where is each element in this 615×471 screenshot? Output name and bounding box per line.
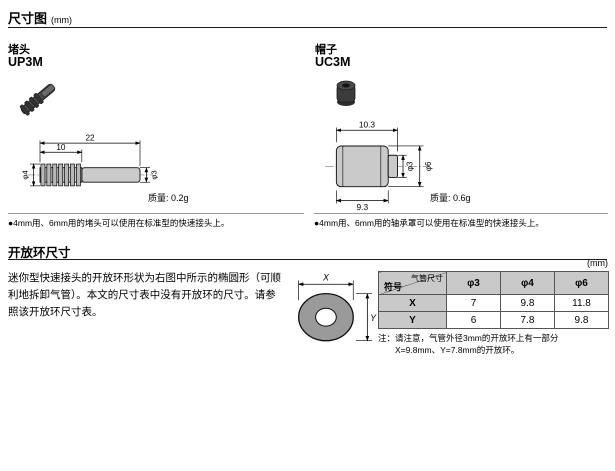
corner-label-top: 气管尺寸 [411, 274, 443, 283]
cap-mass: 质量: 0.6g [430, 193, 471, 203]
open-ring-table-wrap: 气管尺寸 符号 φ3 φ4 φ6 X 7 9.8 11.8 Y 6 7.8 9.… [378, 271, 609, 329]
unit-label: (mm) [51, 15, 73, 25]
cell-y-phi3: 6 [446, 311, 501, 329]
cap-note: ●4mm用、6mm用的轴承罩可以使用在标准型的快速接头上。 [314, 218, 544, 228]
plug-mass: 质量: 0.2g [148, 193, 189, 203]
cap-photo [336, 80, 356, 106]
plug-drawing: 22 10 φ4 φ3 [20, 133, 158, 187]
cell-x-phi6: 11.8 [554, 294, 609, 312]
table-row: Y 6 7.8 9.8 [378, 311, 609, 329]
ring-y-label: Y [370, 313, 377, 323]
ring-x-label: X [322, 272, 330, 282]
cap-dim-dia-small: φ3 [405, 161, 414, 171]
table-note: 注：请注意，气管外径3mm的开放环上有一部分 X=9.8mm、Y=7.8mm的开… [378, 333, 610, 357]
plug-dim-rib: 10 [56, 143, 66, 152]
plug-dim-dia-left: φ4 [20, 170, 29, 180]
section-rule [8, 27, 607, 28]
table-note-line1: 注：请注意，气管外径3mm的开放环上有一部分 [378, 333, 559, 343]
plug-dim-dia-right: φ3 [149, 170, 158, 179]
open-ring-diagram: X Y [297, 272, 377, 342]
plug-photo [19, 83, 56, 116]
section-title-text: 尺寸图 [8, 11, 48, 26]
cell-y-phi6: 9.8 [554, 311, 609, 329]
plug-divider [8, 213, 304, 214]
cap-drawing: 10.3 9.3 φ3 φ6 [325, 119, 433, 211]
col-header-phi4: φ4 [500, 271, 555, 295]
plug-dim-overall: 22 [85, 133, 95, 142]
plug-label: 堵头 [8, 44, 30, 56]
cap-label: 帽子 [315, 44, 337, 56]
cell-y-phi4: 7.8 [500, 311, 555, 329]
table-corner-cell: 气管尺寸 符号 [378, 271, 447, 295]
section-rule-2 [8, 259, 607, 260]
cap-dim-bottom: 9.3 [357, 202, 369, 211]
table-unit: (mm) [587, 258, 608, 268]
col-header-phi3: φ3 [446, 271, 501, 295]
open-ring-paragraph: 迷你型快速接头的开放环形状为右图中所示的椭圆形（可顺利地拆卸气管）。本文的尺寸表… [8, 272, 281, 318]
table-note-line2: X=9.8mm、Y=7.8mm的开放环。 [395, 344, 520, 355]
plug-note: ●4mm用、6mm用的堵头可以使用在标准型的快速接头上。 [8, 218, 230, 228]
table-row: X 7 9.8 11.8 [378, 294, 609, 312]
corner-label-bottom: 符号 [384, 282, 403, 292]
row-label-y: Y [378, 311, 447, 329]
cap-model: UC3M [315, 55, 351, 69]
section-title-dimensions: 尺寸图(mm) [8, 8, 72, 27]
cap-dim-top: 10.3 [359, 119, 376, 129]
cap-dim-dia-large: φ6 [424, 161, 433, 171]
plug-model: UP3M [8, 55, 43, 69]
cell-x-phi3: 7 [446, 294, 501, 312]
row-label-x: X [378, 294, 447, 312]
cell-x-phi4: 9.8 [500, 294, 555, 312]
cap-divider [314, 213, 608, 214]
section-title-open-ring: 开放环尺寸 [8, 246, 71, 260]
open-ring-table: 气管尺寸 符号 φ3 φ4 φ6 X 7 9.8 11.8 Y 6 7.8 9.… [378, 271, 609, 329]
col-header-phi6: φ6 [554, 271, 609, 295]
